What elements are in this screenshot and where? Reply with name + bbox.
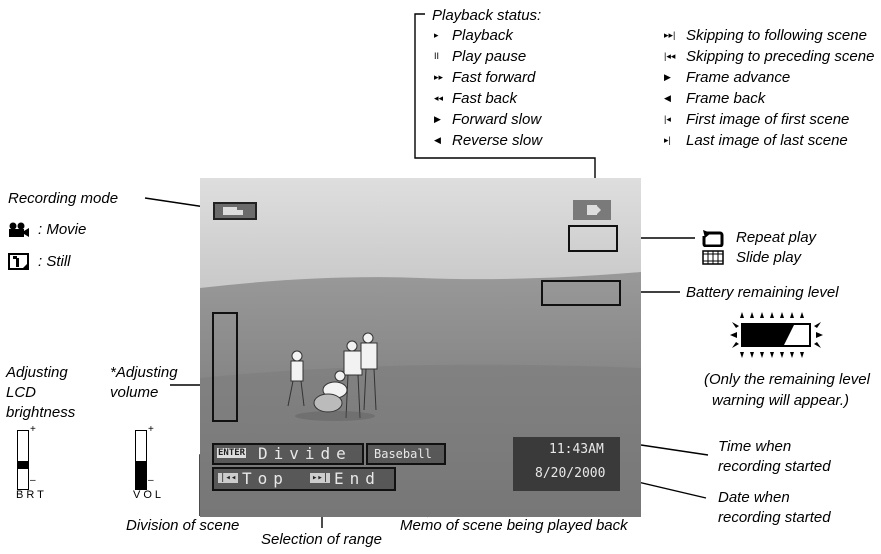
repeat-play-label: Repeat play (736, 229, 817, 246)
divide-text: Divide (258, 444, 352, 463)
playback-status-symbol-icon: ▸ (434, 30, 439, 40)
still-camera-icon (8, 253, 29, 270)
division-callout: Division of scene (126, 517, 240, 534)
recording-mode-indicator (213, 202, 257, 220)
enter-tag: ENTER (217, 448, 247, 458)
battery-title: Battery remaining level (686, 284, 839, 301)
memo-callout: Memo of scene being played back (400, 517, 628, 534)
range-selection-indicator: |◂◂ Top ▸▸| End (212, 467, 396, 491)
playback-status-item-label: Skipping to following scene (686, 27, 867, 44)
time-callout-line1: Time when (718, 438, 792, 455)
volume-scale-label: VOL (133, 489, 165, 501)
brightness-scale (17, 430, 29, 490)
recording-mode-title: Recording mode (8, 190, 119, 207)
playback-status-item-label: Playback (452, 27, 513, 44)
playback-status-item-label: Fast forward (452, 69, 536, 86)
volume-plus: + (148, 424, 154, 435)
playback-status-symbol-icon: ◀ (434, 135, 441, 145)
memo-text: Baseball (374, 447, 432, 461)
playback-status-symbol-icon: ▸▸ (434, 72, 444, 82)
players (287, 332, 378, 419)
repeat-play-icon (702, 230, 724, 247)
repeat-indicator-area (568, 225, 618, 252)
brightness-minus: – (30, 475, 36, 486)
volume-minus: – (148, 475, 154, 486)
lcd-label-line1: Adjusting (6, 364, 68, 381)
volume-level-fill (136, 461, 146, 489)
volume-label-line1: *Adjusting (110, 364, 178, 381)
slide-play-icon (702, 250, 724, 265)
playback-status-symbol-icon: ◂◂ (434, 93, 444, 103)
top-text: Top (242, 469, 289, 488)
brightness-plus: + (30, 424, 36, 435)
playback-status-item-label: Last image of last scene (686, 132, 848, 149)
still-label: : Still (38, 253, 71, 270)
skip-forward-icon: ▸▸| (310, 473, 331, 483)
playback-status-leader (414, 13, 596, 198)
playback-status-symbol-icon: ◀ (664, 93, 671, 103)
movie-camera-icon (9, 222, 29, 237)
date-callout-line1: Date when (718, 489, 790, 506)
playback-status-item-label: Reverse slow (452, 132, 543, 149)
playback-status-symbol-icon: ▶ (434, 114, 441, 124)
selection-callout: Selection of range (261, 531, 382, 548)
brightness-scale-label: BRT (16, 489, 47, 501)
playback-status-symbol-icon: |◂◂ (664, 51, 676, 61)
volume-label-line2: volume (110, 384, 159, 401)
lcd-label-line3: brightness (6, 404, 76, 421)
date-callout-line2: recording started (718, 509, 831, 526)
time-callout-line2: recording started (718, 458, 831, 475)
battery-warning-icon (730, 312, 823, 358)
playback-status-item-label: Fast back (452, 90, 518, 107)
volume-scale (135, 430, 147, 490)
battery-note-line1: (Only the remaining level (704, 371, 870, 388)
playback-status-item-label: Forward slow (452, 111, 542, 128)
divide-indicator: ENTER Divide (212, 443, 364, 465)
movie-label: : Movie (38, 221, 87, 238)
playback-status-symbol-icon: II (434, 51, 440, 61)
skip-back-icon: |◂◂ (218, 473, 239, 483)
brightness-indicator (18, 461, 28, 469)
battery-indicator-area (541, 280, 621, 306)
end-text: End (334, 469, 381, 488)
playback-status-item-label: Frame advance (686, 69, 791, 86)
time-text: 11:43AM (549, 442, 604, 457)
playback-status-item-label: Frame back (686, 90, 766, 107)
lcd-label-line2: LCD (6, 384, 37, 401)
volume-indicator-area (212, 312, 238, 422)
movie-mode-osd-icon (223, 207, 243, 215)
slide-play-label: Slide play (736, 249, 802, 266)
date-text: 8/20/2000 (535, 466, 606, 481)
playback-status-symbol-icon: ▸▸| (664, 30, 676, 40)
playback-status-item-label: Skipping to preceding scene (686, 48, 875, 65)
time-leader (640, 444, 709, 456)
playback-status-symbol-icon: ▸| (664, 135, 671, 145)
playback-status-title: Playback status: (432, 7, 542, 24)
playback-status-symbol-icon: |◂ (664, 114, 671, 124)
playback-osd-icon (587, 205, 601, 215)
playback-status-indicator (573, 200, 611, 220)
memo-indicator: Baseball (366, 443, 446, 465)
playback-status-symbol-icon: ▶ (664, 72, 671, 82)
datetime-indicator: 11:43AM 8/20/2000 (513, 437, 620, 491)
battery-note-line2: warning will appear.) (712, 392, 850, 409)
playback-status-item-label: First image of first scene (686, 111, 850, 128)
playback-status-item-label: Play pause (452, 48, 527, 65)
